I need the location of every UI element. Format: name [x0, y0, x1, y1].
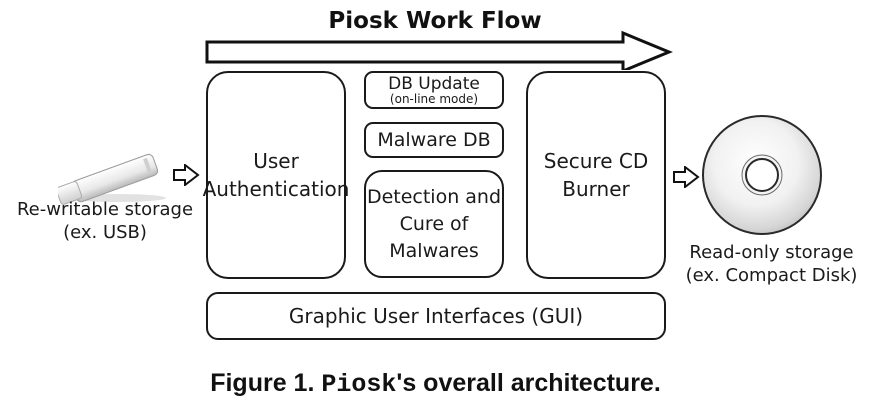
input-storage-line2: (ex. USB) [63, 222, 147, 243]
diagram-title: Piosk Work Flow [328, 8, 542, 34]
malware-db-box: Malware DB [364, 122, 504, 158]
output-storage-line2: (ex. Compact Disk) [685, 265, 858, 286]
input-arrow-icon [173, 164, 200, 186]
figure-caption-name: Piosk [321, 370, 397, 399]
figure-caption-suffix: 's overall architecture. [396, 369, 661, 397]
input-storage-caption: Re-writable storage (ex. USB) [0, 198, 210, 244]
secure-cd-burner-box: Secure CD Burner [526, 71, 666, 279]
output-arrow-icon [673, 166, 700, 188]
figure-caption-prefix: Figure 1. [210, 369, 322, 397]
db-update-label: DB Update [388, 73, 480, 94]
secure-cd-burner-label: Secure CD Burner [543, 149, 649, 201]
detection-cure-label: Detection and Cure of Malwares [366, 185, 502, 262]
compact-disk-icon [702, 115, 822, 235]
flow-arrow-icon [205, 30, 673, 70]
figure-caption: Figure 1. Piosk's overall architecture. [0, 369, 871, 399]
user-authentication-box: User Authentication [203, 71, 349, 279]
output-storage-caption: Read-only storage (ex. Compact Disk) [672, 241, 871, 287]
usb-drive-icon [58, 153, 166, 205]
input-storage-line1: Re-writable storage [16, 199, 194, 220]
db-update-mode-label: (on-line mode) [389, 91, 479, 106]
db-update-box: DB Update (on-line mode) [364, 71, 504, 109]
detection-cure-box: Detection and Cure of Malwares [364, 170, 504, 278]
output-storage-line1: Read-only storage [689, 242, 854, 263]
malware-db-label: Malware DB [377, 128, 491, 151]
gui-label: Graphic User Interfaces (GUI) [288, 304, 584, 328]
user-authentication-label: User Authentication [202, 149, 350, 201]
gui-box: Graphic User Interfaces (GUI) [206, 292, 666, 340]
